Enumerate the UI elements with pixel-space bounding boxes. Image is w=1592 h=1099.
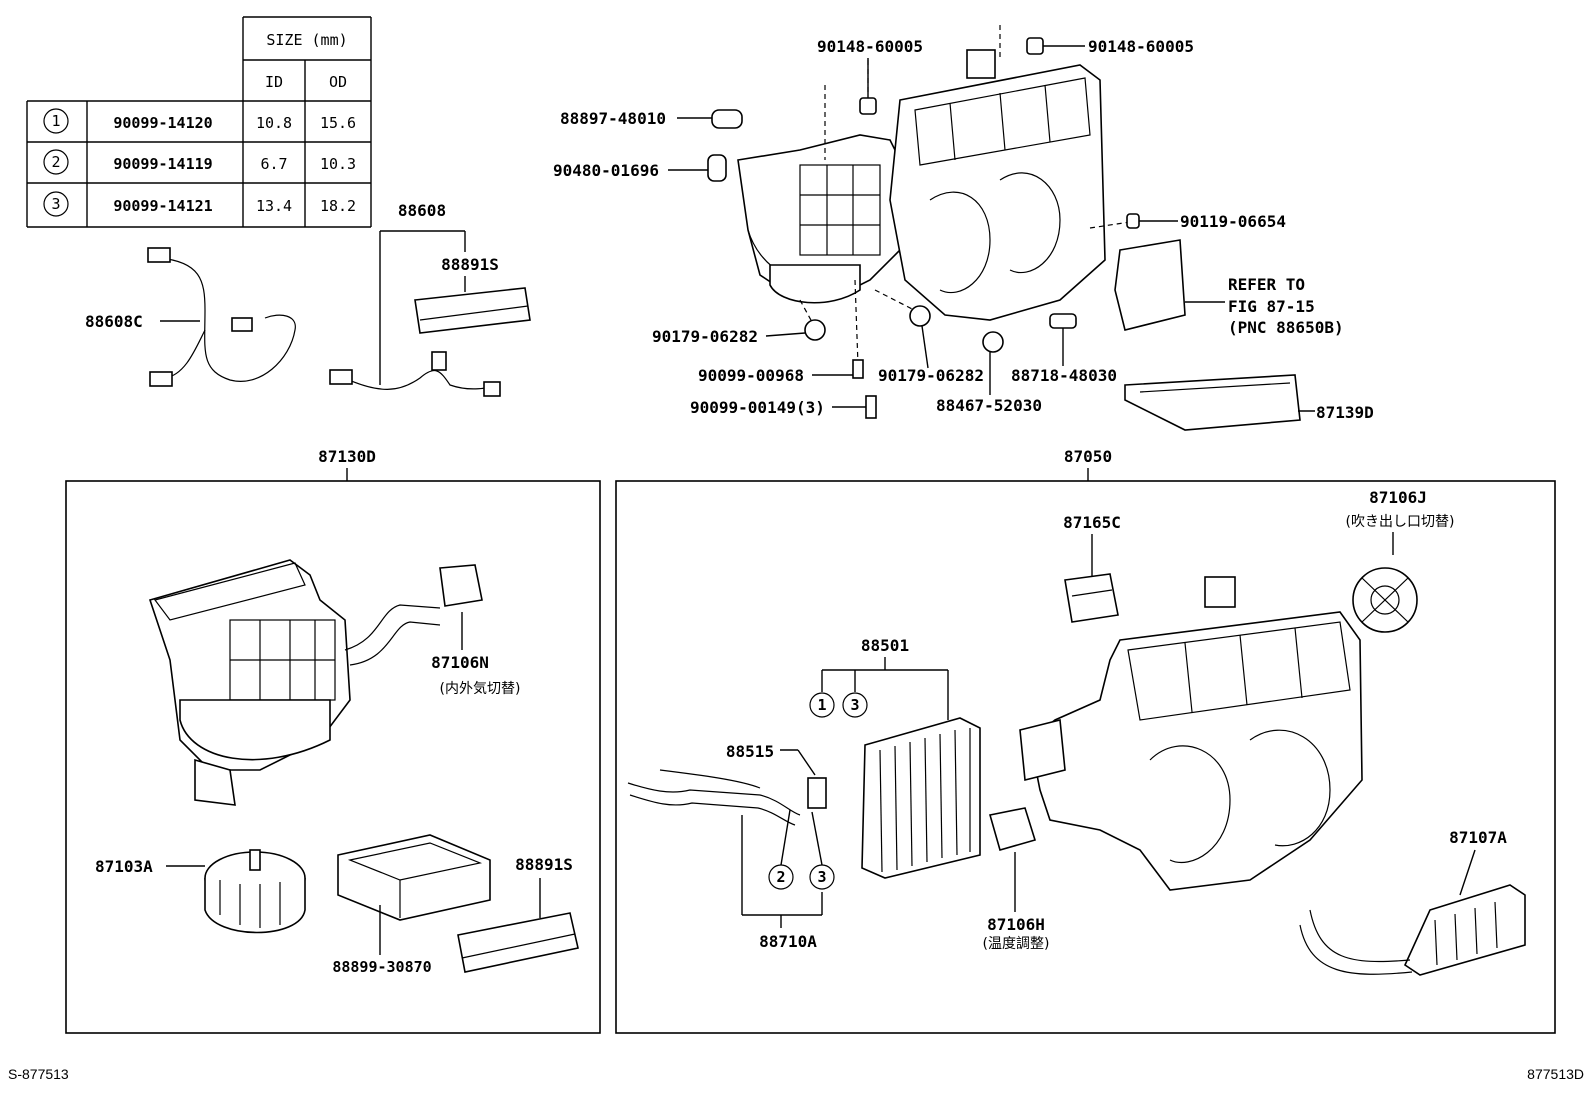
- footer-left-code: S-877513: [8, 1066, 69, 1082]
- circle-mark-1: 1: [817, 696, 826, 714]
- table-row-mark: 3: [51, 195, 60, 213]
- label-88608: 88608: [398, 201, 446, 220]
- table-row-part: 90099-14121: [113, 197, 212, 215]
- label-90099-968: 90099-00968: [698, 366, 804, 385]
- label-90179-a: 90179-06282: [652, 327, 758, 346]
- label-87106n-jp: (内外気切替): [440, 681, 521, 697]
- label-87130d: 87130D: [318, 447, 376, 466]
- refer-line-2: FIG 87-15: [1228, 297, 1315, 316]
- refer-line-1: REFER TO: [1228, 275, 1305, 294]
- table-row-mark: 1: [51, 112, 60, 130]
- table-row-mark: 2: [51, 153, 60, 171]
- top-labels: 90148-60005 90148-60005 88897-48010 9048…: [553, 37, 1374, 422]
- label-88467: 88467-52030: [936, 396, 1042, 415]
- table-row-part: 90099-14120: [113, 114, 212, 132]
- hvac-unit-top: [737, 25, 1131, 366]
- hvac-fasteners: [707, 37, 1301, 431]
- footer-right-code: 877513D: [1527, 1066, 1584, 1082]
- wire-harness-88608c: 88608C: [85, 247, 296, 387]
- table-row-id: 13.4: [256, 197, 292, 215]
- label-87106n: 87106N: [431, 653, 489, 672]
- label-88718: 88718-48030: [1011, 366, 1117, 385]
- label-90148-a: 90148-60005: [817, 37, 923, 56]
- label-88515: 88515: [726, 742, 774, 761]
- circle-mark-2: 2: [776, 868, 785, 886]
- label-87106j: 87106J: [1369, 488, 1427, 507]
- label-88710a: 88710A: [759, 932, 817, 951]
- label-90099-149: 90099-00149(3): [690, 398, 825, 417]
- group-87130d: 87130D 87106N (内外気切替) 87103A: [65, 447, 601, 1034]
- label-88608c: 88608C: [85, 312, 143, 331]
- label-90119: 90119-06654: [1180, 212, 1286, 231]
- label-87050: 87050: [1064, 447, 1112, 466]
- harness-88608: 88608 88891S: [329, 201, 531, 397]
- circle-mark-3: 3: [850, 696, 859, 714]
- size-table-header: SIZE (mm): [266, 31, 347, 49]
- size-table-col-id: ID: [265, 73, 283, 91]
- label-87139d: 87139D: [1316, 403, 1374, 422]
- label-88501: 88501: [861, 636, 909, 655]
- table-row-part: 90099-14119: [113, 155, 212, 173]
- group-87050: 87050 87165C 87106J (吹き出し口切替) 88501: [615, 447, 1556, 1034]
- table-row-od: 15.6: [320, 114, 356, 132]
- size-table-col-od: OD: [329, 73, 347, 91]
- label-87106j-jp: (吹き出し口切替): [1346, 514, 1455, 530]
- table-row-od: 18.2: [320, 197, 356, 215]
- label-87165c: 87165C: [1063, 513, 1121, 532]
- label-87106h: 87106H: [987, 915, 1045, 934]
- label-88891s-top: 88891S: [441, 255, 499, 274]
- label-87107a: 87107A: [1449, 828, 1507, 847]
- label-90179-b: 90179-06282: [878, 366, 984, 385]
- label-88897: 88897-48010: [560, 109, 666, 128]
- label-90148-b: 90148-60005: [1088, 37, 1194, 56]
- label-88899: 88899-30870: [332, 958, 431, 976]
- label-88891s-bottom: 88891S: [515, 855, 573, 874]
- size-table: SIZE (mm) ID OD 1 90099-14120 10.8 15.6 …: [26, 16, 372, 228]
- table-row-od: 10.3: [320, 155, 356, 173]
- circle-mark-3b: 3: [817, 868, 826, 886]
- refer-line-3: (PNC 88650B): [1228, 318, 1344, 337]
- table-row-id: 10.8: [256, 114, 292, 132]
- label-87103a: 87103A: [95, 857, 153, 876]
- label-90480: 90480-01696: [553, 161, 659, 180]
- label-87106h-jp: (温度調整): [983, 936, 1050, 952]
- table-row-id: 6.7: [260, 155, 287, 173]
